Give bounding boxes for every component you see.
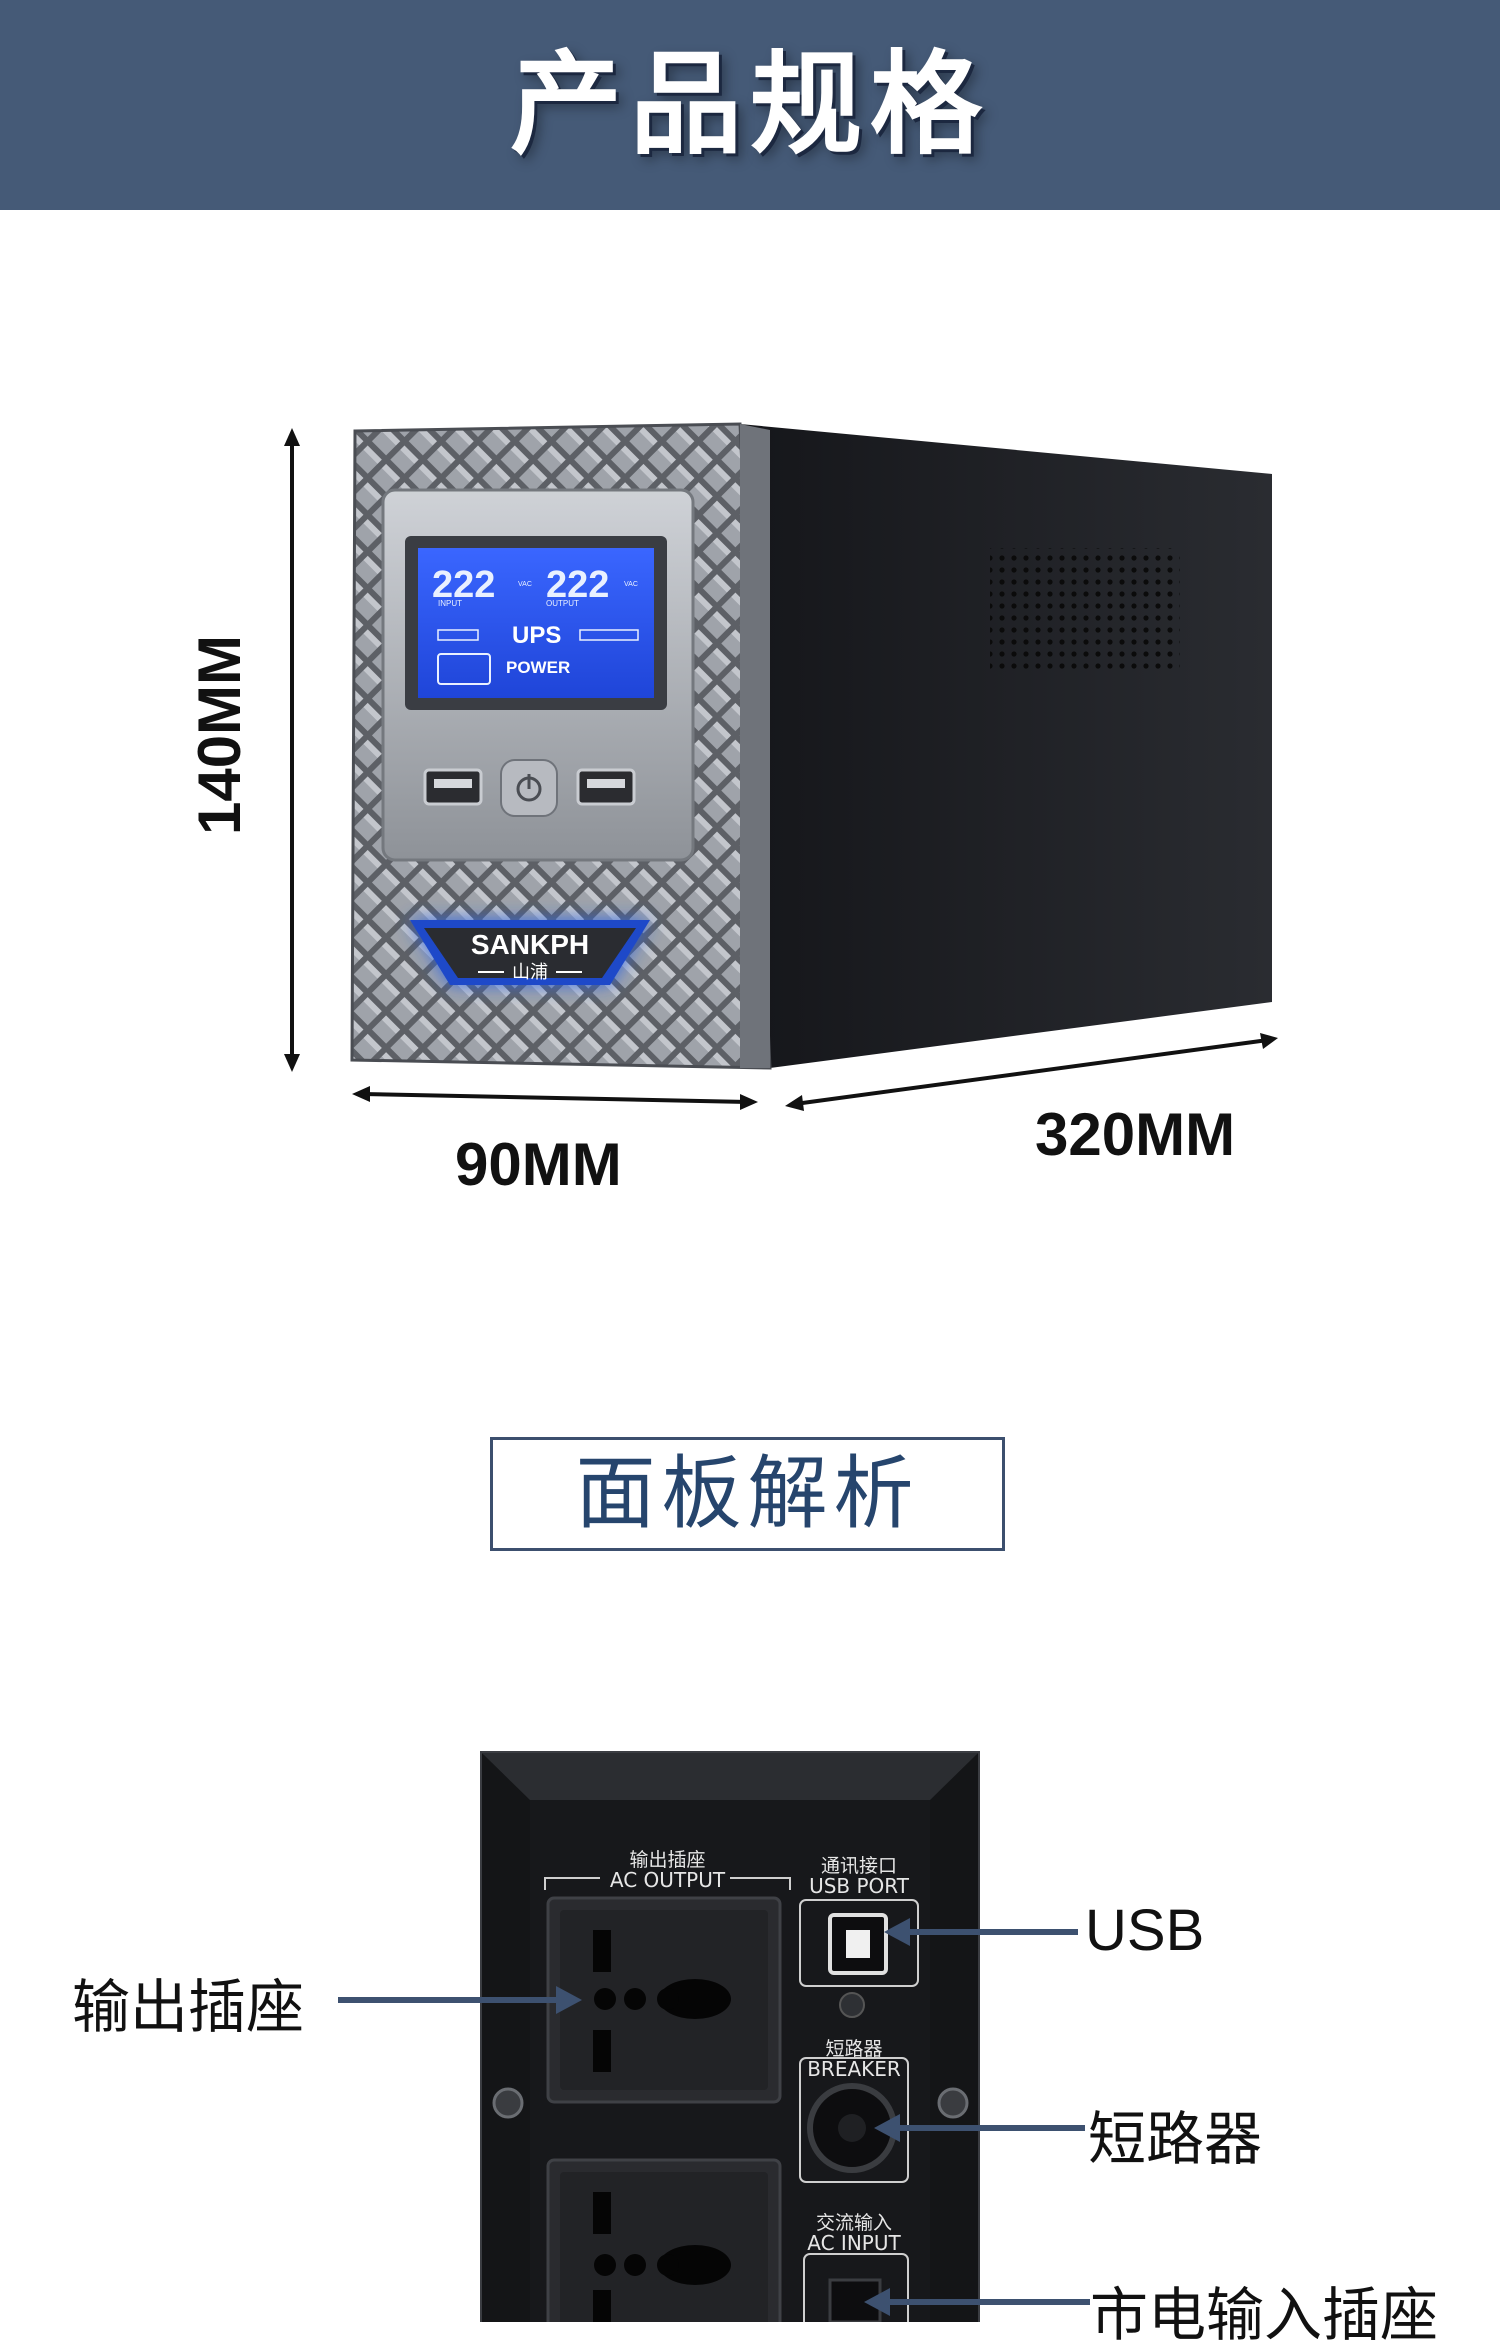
dimension-depth-label: 320MM bbox=[1035, 1101, 1236, 1168]
page-title: 产品规格 bbox=[510, 42, 990, 167]
unit-side-panel bbox=[740, 424, 1272, 1068]
breaker-frame bbox=[799, 2057, 909, 2183]
ground-screw-icon bbox=[839, 1992, 865, 2018]
lcd-load-icon bbox=[437, 629, 479, 641]
ac-input-label-cn: 交流输入 bbox=[815, 2212, 892, 2234]
ac-input-frame bbox=[803, 2253, 909, 2322]
lcd-plug-icon bbox=[437, 653, 491, 685]
rear-panel bbox=[480, 1751, 980, 2322]
callout-mains-input: 市电输入插座 bbox=[1090, 2281, 1439, 2349]
dimension-width-label: 90MM bbox=[455, 1131, 622, 1198]
lcd-output-value: 222 bbox=[546, 564, 609, 606]
callout-output-socket: 输出插座 bbox=[72, 1973, 305, 2041]
lcd-unit-output: VAC bbox=[624, 581, 638, 588]
callout-usb: USB bbox=[1085, 1898, 1205, 1963]
usb-port-frame bbox=[799, 1899, 919, 1987]
lcd-unit-input: VAC bbox=[518, 581, 532, 588]
lcd-battery-icon bbox=[579, 629, 639, 641]
lcd-input-label: INPUT bbox=[438, 599, 462, 608]
lcd-output-label: OUTPUT bbox=[546, 599, 579, 608]
ac-output-label-cn: 输出插座 bbox=[629, 1849, 706, 1871]
brand-name: SANKPH bbox=[471, 929, 589, 960]
breaker-label-cn: 短路器 bbox=[825, 2038, 883, 2060]
header-bar: 产品规格 bbox=[0, 0, 1500, 210]
vent-grille bbox=[990, 548, 1180, 675]
section-title: 面板解析 bbox=[490, 1437, 1005, 1551]
dimension-arrows bbox=[284, 428, 1278, 1111]
usb-label-en: USB PORT bbox=[809, 1874, 909, 1898]
lcd-screen bbox=[418, 548, 654, 698]
breaker-label-en: BREAKER bbox=[807, 2057, 901, 2081]
callout-arrows bbox=[338, 1918, 1090, 2316]
lcd-power-label: POWER bbox=[506, 658, 570, 677]
dimension-height-label: 140MM bbox=[186, 634, 253, 836]
brand-chinese-name: 山浦 bbox=[512, 962, 548, 982]
usb-label-cn: 通讯接口 bbox=[820, 1855, 897, 1877]
lcd-mode-label: UPS bbox=[512, 622, 561, 649]
ac-input-label-en: AC INPUT bbox=[807, 2231, 901, 2255]
ac-output-label-en: AC OUTPUT bbox=[609, 1868, 726, 1892]
bezel-edge bbox=[740, 424, 770, 1068]
lcd-input-value: 222 bbox=[432, 564, 495, 606]
panel-screw-right bbox=[937, 2087, 969, 2119]
callout-breaker: 短路器 bbox=[1088, 2105, 1263, 2173]
panel-screw-left bbox=[492, 2087, 524, 2119]
